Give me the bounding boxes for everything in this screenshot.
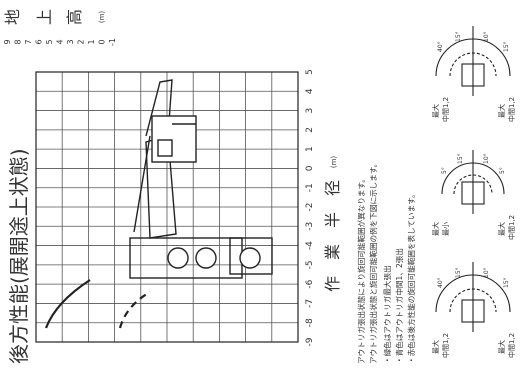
radius-axis-ticks: -9 -8 -7 -6 -5 -4 -3 -2 -1 0 1 2 3 4 5 xyxy=(305,69,315,346)
radius-tick-label: 3 xyxy=(305,108,315,114)
ex2-right-bottom: 中間1,2 xyxy=(507,215,516,240)
ex3-angle-3: 10° xyxy=(483,31,490,42)
outrigger-example-1: 最大 中間1,2 最大 中間1,2 40° 15° 10° 15° xyxy=(431,262,516,358)
ex1-left-bottom: 中間1,2 xyxy=(441,333,450,358)
ex2-angle-2: 15° xyxy=(457,153,464,164)
radius-label-char-4: 径 xyxy=(323,180,342,196)
chart-frame xyxy=(35,71,299,343)
ex2-angle-3: 10° xyxy=(483,153,490,164)
radius-label-unit: (m) xyxy=(330,156,338,169)
note-2: アウトリガ張出状態と旋回可能範囲の例を下図に示します。 xyxy=(368,160,378,364)
height-tick-label: 2 xyxy=(77,39,86,44)
ex3-right-top: 最大 xyxy=(497,104,506,118)
radius-tick-label: 1 xyxy=(305,146,315,152)
radius-tick-label: -2 xyxy=(305,203,315,212)
height-label-char-1: 地 xyxy=(3,9,22,25)
height-tick-label: 9 xyxy=(3,39,12,44)
chart-grid xyxy=(35,71,299,343)
height-tick-label: -1 xyxy=(108,38,117,46)
height-tick-label: 1 xyxy=(87,39,96,44)
radius-label-char-3: 半 xyxy=(323,212,342,228)
ex2-left-bottom: 最小 xyxy=(441,222,450,236)
radius-label-char-1: 作 xyxy=(323,276,342,292)
radius-tick-label: -3 xyxy=(305,222,315,231)
notes: アウトリガ張出状態により旋回可能範囲が異なります。 アウトリガ張出状態と旋回可能… xyxy=(356,160,416,364)
radius-tick-label: 2 xyxy=(305,127,315,133)
ex3-angle-1: 40° xyxy=(437,41,444,52)
height-tick-label: 6 xyxy=(35,39,44,44)
page-title: 後方性能(展開途上状態) xyxy=(7,148,31,364)
ex3-angle-4: 15° xyxy=(503,41,510,52)
ex3-left-bottom: 中間1,2 xyxy=(441,97,450,122)
radius-tick-label: -7 xyxy=(305,299,315,308)
radius-tick-label: -1 xyxy=(305,183,315,192)
ex2-left-top: 最大 xyxy=(431,222,440,236)
height-axis-label: 地 上 高 (m) xyxy=(3,9,106,25)
height-tick-label: 5 xyxy=(45,39,54,44)
height-tick-label: 3 xyxy=(66,39,75,44)
ex1-angle-2: 15° xyxy=(455,267,462,278)
height-tick-label: 0 xyxy=(98,39,107,44)
note-1: アウトリガ張出状態により旋回可能範囲が異なります。 xyxy=(356,175,366,364)
radius-tick-label: -9 xyxy=(305,337,315,346)
radius-tick-label: 5 xyxy=(305,69,315,75)
truck-illustration xyxy=(129,79,273,279)
ex2-right-top: 最大 xyxy=(497,222,506,236)
height-tick-label: 8 xyxy=(14,39,23,44)
ex2-angle-1: 5° xyxy=(441,167,448,174)
outrigger-example-2: 最大 最小 最大 中間1,2 5° 15° 10° 5° xyxy=(431,150,516,240)
radius-tick-label: -5 xyxy=(305,260,315,269)
ex1-right-top: 最大 xyxy=(497,340,506,354)
reach-curve-solid xyxy=(44,279,91,329)
reach-curve-dashed xyxy=(118,291,151,329)
height-label-unit: (m) xyxy=(98,11,106,24)
ex1-left-top: 最大 xyxy=(431,340,440,354)
ex3-left-top: 最大 xyxy=(431,104,440,118)
ex1-angle-1: 40° xyxy=(437,277,444,288)
radius-axis-label: 作 業 半 径 (m) xyxy=(323,156,342,292)
radius-tick-label: -8 xyxy=(305,318,315,327)
ex1-right-bottom: 中間1,2 xyxy=(507,333,516,358)
height-label-char-3: 高 xyxy=(65,9,84,25)
radius-tick-label: -4 xyxy=(305,241,315,250)
ex1-angle-3: 10° xyxy=(483,267,490,278)
radius-tick-label: -6 xyxy=(305,279,315,288)
note-5: ・赤色は後方性能の旋回可能範囲を表しています。 xyxy=(406,190,416,364)
ex3-angle-2: 15° xyxy=(455,31,462,42)
ex3-right-bottom: 中間1,2 xyxy=(507,97,516,122)
outrigger-example-3: 最大 中間1,2 最大 中間1,2 40° 15° 10° 15° xyxy=(431,26,516,122)
note-4: ・青色はアウトリガ中間1、2張出 xyxy=(394,248,404,364)
note-3: ・緑色はアウトリガ最大張出 xyxy=(382,265,392,364)
ex2-angle-4: 5° xyxy=(499,167,506,174)
radius-tick-label: 4 xyxy=(305,88,315,94)
radius-tick-label: 0 xyxy=(305,165,315,171)
height-label-char-2: 上 xyxy=(35,9,54,25)
height-tick-label: 4 xyxy=(56,39,65,44)
height-tick-label: 7 xyxy=(24,39,33,44)
ex1-angle-4: 15° xyxy=(503,277,510,288)
radius-label-char-2: 業 xyxy=(323,244,342,260)
